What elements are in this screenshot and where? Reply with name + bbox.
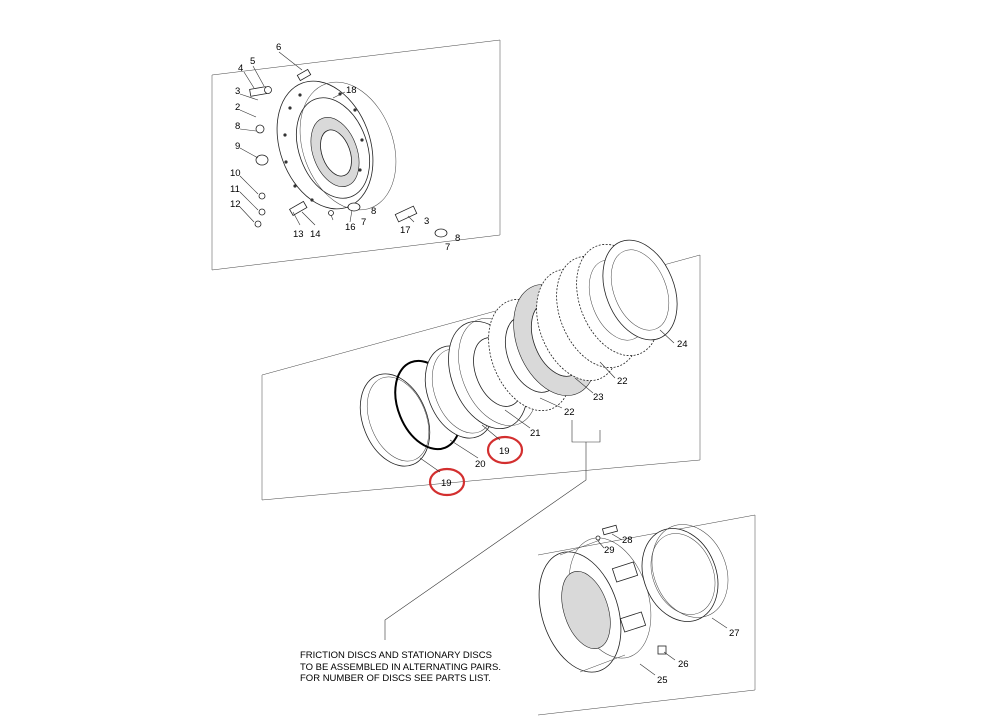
callout-12: 12 [230,199,241,210]
callout-5: 5 [250,56,255,67]
highlight-circle-19a [428,467,466,497]
callout-20: 20 [475,459,486,470]
ring-27 [641,524,729,622]
flange-housing [276,80,397,211]
callout-labels: 6 4 5 3 2 8 9 10 11 12 13 14 16 7 8 18 3… [230,42,740,686]
callout-3b: 3 [424,216,429,227]
callout-8b: 8 [371,206,376,217]
callout-22a: 22 [564,407,575,418]
callout-19b: 19 [499,446,510,457]
callout-22b: 22 [617,376,628,387]
callout-6: 6 [276,42,281,53]
disc-pack-group [261,239,701,640]
bolt-26 [657,645,667,655]
callout-7: 7 [361,217,366,228]
callout-8: 8 [235,121,240,132]
callout-21: 21 [530,428,541,439]
end-plate-24 [602,239,678,341]
disc-leader-lines [384,329,675,640]
hub-group [537,514,756,716]
callout-7b: 7 [445,242,450,253]
callout-11: 11 [230,184,240,195]
bolt-28 [595,524,619,541]
note-line-3: FOR NUMBER OF DISCS SEE PARTS LIST. [300,673,491,684]
callout-4: 4 [238,63,243,74]
top-leader-lines [239,51,415,226]
callout-19a: 19 [441,478,452,489]
callout-13: 13 [293,229,304,240]
callout-17: 17 [400,225,411,236]
callout-29: 29 [604,545,615,556]
callout-26: 26 [678,659,689,670]
hub-group-box [537,514,756,716]
hub-25 [538,537,652,673]
callout-9: 9 [235,141,240,152]
flange-housing-group [211,39,501,271]
callout-10: 10 [230,168,241,179]
callout-25: 25 [657,675,668,686]
callout-3: 3 [235,86,240,97]
seal-ring-19a [359,373,431,467]
callout-16: 16 [345,222,356,233]
callout-2: 2 [235,102,240,113]
hub-leader-lines [597,533,728,676]
callout-14: 14 [310,229,321,240]
hardware-parts [249,68,448,238]
note-line-1: FRICTION DISCS AND STATIONARY DISCS [300,650,492,661]
callout-23: 23 [593,392,604,403]
callout-24: 24 [677,339,688,350]
callout-28: 28 [622,535,633,546]
callout-27: 27 [729,628,740,639]
callout-18: 18 [346,85,357,96]
callout-8c: 8 [455,233,460,244]
highlight-circle-19b [486,435,524,465]
top-group-box [211,39,501,271]
note-line-2: TO BE ASSEMBLED IN ALTERNATING PAIRS. [300,661,501,673]
